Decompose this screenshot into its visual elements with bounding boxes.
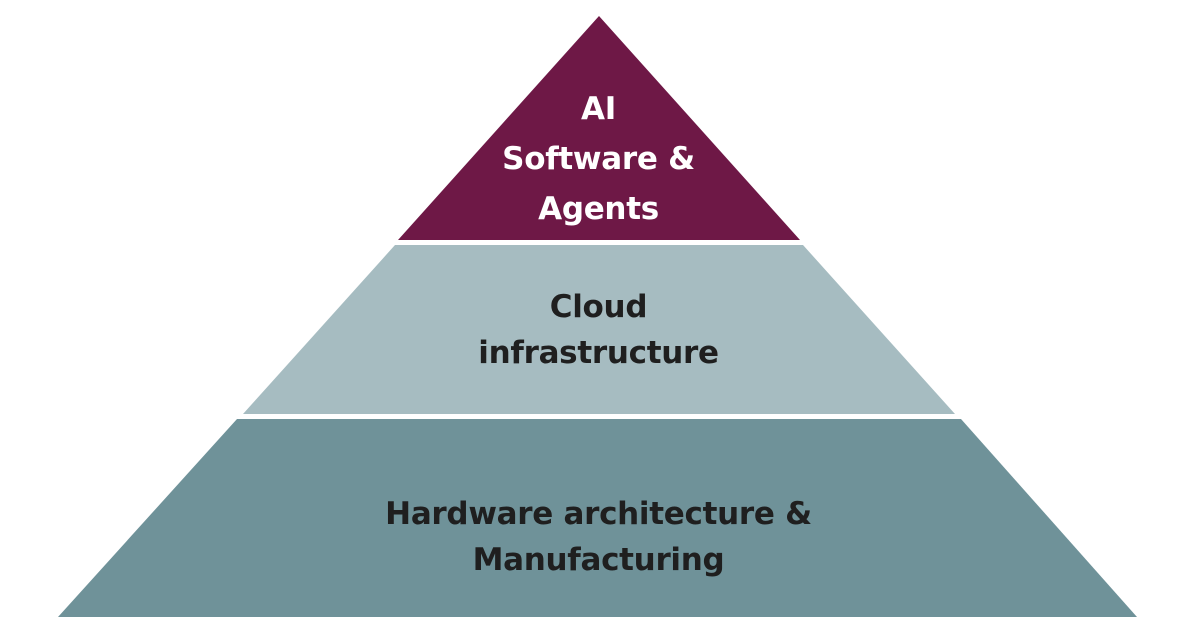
pyramid-tier-top [398,16,800,240]
tier-label-line: Software & [502,141,695,177]
tier-label-middle: Cloud infrastructure [0,284,1197,376]
tier-label-line: Hardware architecture & [385,496,812,532]
pyramid-tier-middle [243,245,955,414]
tier-label-line: Agents [538,191,659,227]
tier-label-line: Cloud [549,289,648,325]
tier-label-line: AI [581,91,616,127]
tier-label-bottom: Hardware architecture & Manufacturing [0,491,1197,583]
tier-label-top: AI Software & Agents [0,84,1197,234]
tier-label-line: infrastructure [478,335,719,371]
pyramid-tier-bottom [58,419,1137,617]
tier-label-line: Manufacturing [472,542,725,578]
